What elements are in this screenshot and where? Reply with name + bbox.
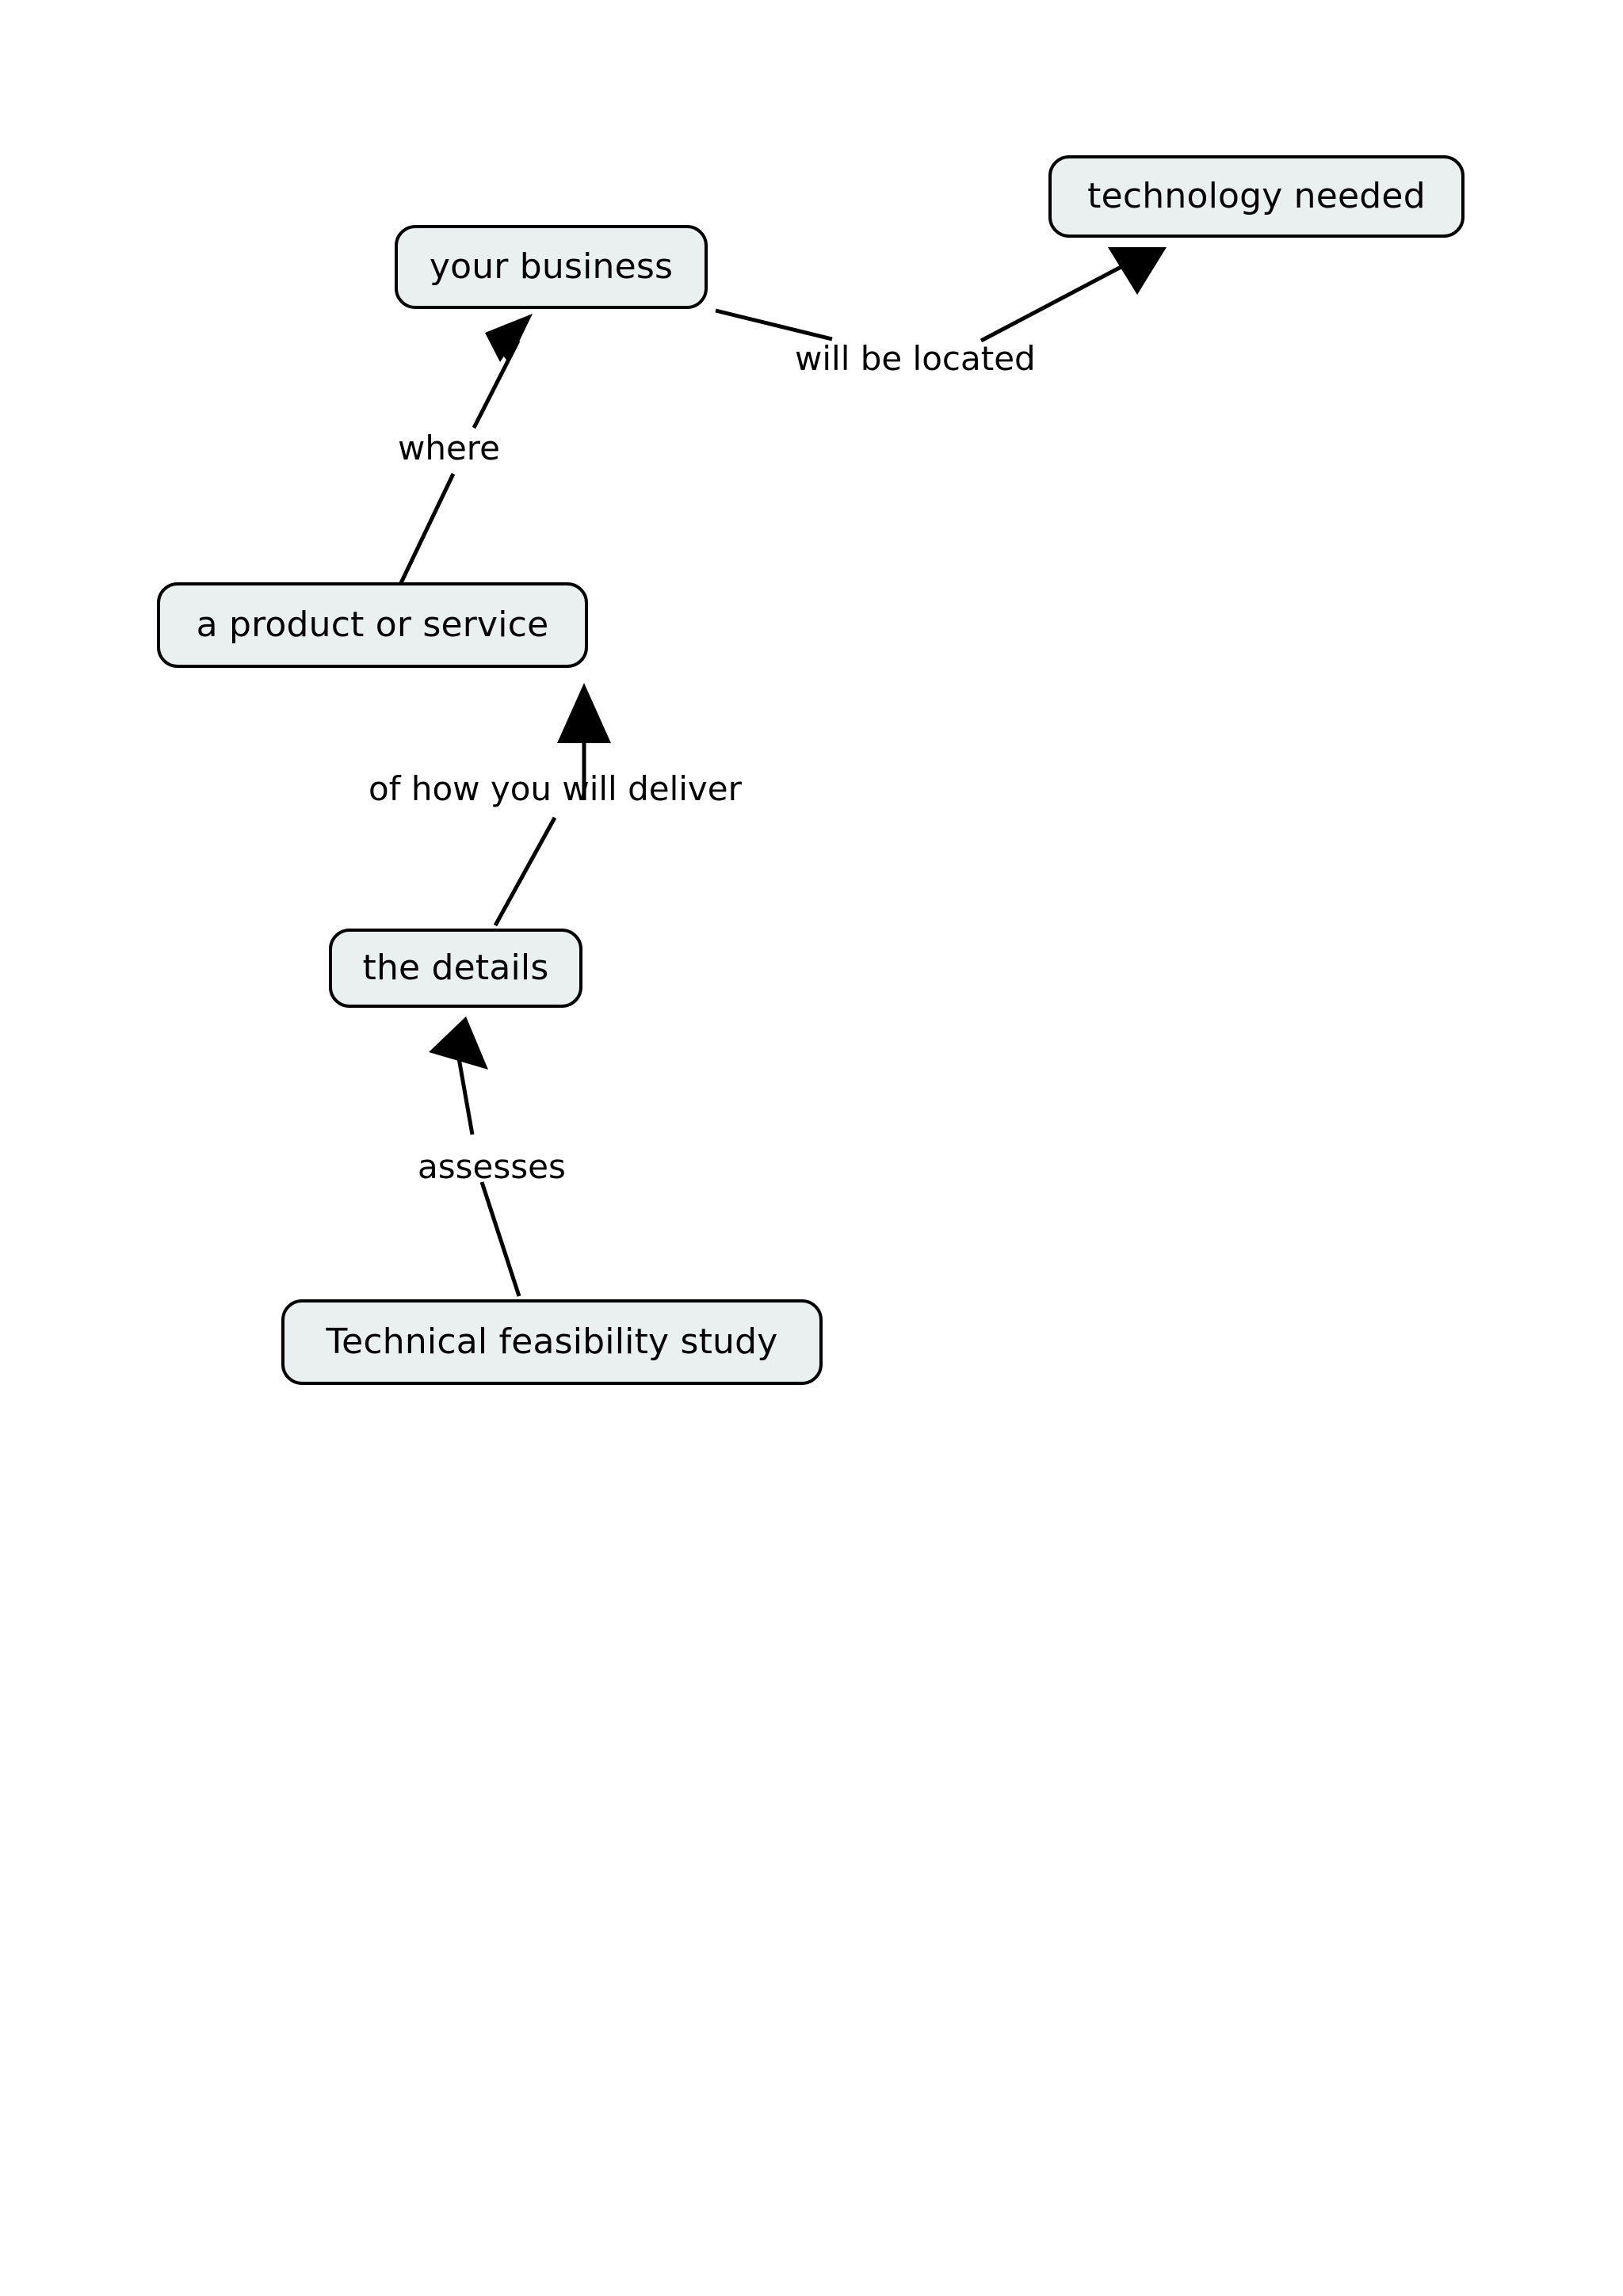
edge-label-assesses: assesses [418, 1147, 566, 1186]
edge-segment-lower [397, 472, 456, 588]
arrowhead-the-details [429, 1016, 488, 1070]
edge-segment-lower [479, 1181, 521, 1297]
node-label-a-product-or-service: a product or service [196, 605, 549, 645]
node-technology-needed[interactable]: technology needed [1048, 155, 1465, 238]
edge-label-will-be-located: will be located [795, 339, 1036, 378]
node-a-product-or-service[interactable]: a product or service [157, 582, 588, 668]
edge-segment-upper [456, 1053, 475, 1135]
edge-segment-upper [472, 339, 521, 429]
node-label-technology-needed: technology needed [1087, 176, 1426, 216]
edge-segment-upper-left [715, 308, 833, 341]
arrowhead-your-business-fill [487, 314, 533, 363]
edge-label-where: where [398, 429, 500, 467]
edge-your-business-technology-needed [715, 247, 1167, 343]
node-label-the-details: the details [362, 948, 549, 988]
arrowhead-a-product-or-service [557, 683, 611, 743]
node-technical-feasibility-study[interactable]: Technical feasibility study [281, 1299, 823, 1385]
edge-label-of-how-you-will-deliver: of how you will deliver [369, 769, 742, 808]
node-label-your-business: your business [429, 246, 674, 287]
arrowhead-technology-needed [1108, 247, 1167, 295]
arrowhead-your-business [485, 314, 533, 362]
edge-segment-diagonal [493, 816, 557, 927]
node-label-technical-feasibility-study: Technical feasibility study [326, 1322, 778, 1362]
node-your-business[interactable]: your business [395, 225, 708, 309]
node-the-details[interactable]: the details [329, 929, 582, 1008]
edge-segment-upper-right [980, 261, 1130, 343]
